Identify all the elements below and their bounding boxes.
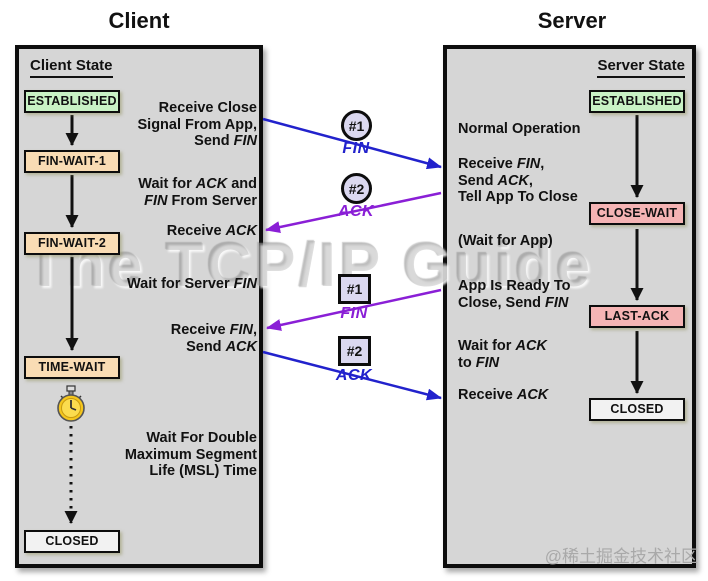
server-state-last-ack: LAST-ACK (589, 305, 685, 328)
client-annotation-wait-server-fin: Wait for Server FIN (127, 276, 257, 292)
server-state-closed: CLOSED (589, 398, 685, 421)
message-4-label: ACK (335, 367, 373, 384)
server-state-close-wait: CLOSE-WAIT (589, 202, 685, 225)
client-state-closed: CLOSED (24, 530, 120, 553)
client-panel (15, 45, 263, 568)
client-title: Client (108, 8, 170, 33)
server-annotation-app-ready: App Is Ready To Close, Send FIN (458, 278, 571, 311)
client-annotation-receive-fin-send-ack: Receive FIN, Send ACK (170, 322, 257, 355)
message-1-fin-arrow (262, 117, 442, 170)
client-state-fin-wait-2: FIN-WAIT-2 (24, 232, 120, 255)
server-annotation-receive-fin: Receive FIN, Send ACK, Tell App To Close (458, 156, 578, 205)
server-annotation-wait-ack: Wait for ACK to FIN (458, 338, 547, 371)
server-annotation-normal-operation: Normal Operation (458, 121, 581, 137)
server-state-established: ESTABLISHED (589, 90, 685, 113)
watermark-text: The TCP/IP Guide (26, 231, 594, 300)
client-state-fin-wait-1: FIN-WAIT-1 (24, 150, 120, 173)
client-annotation-receive-ack: Receive ACK (166, 223, 257, 239)
message-4-ack-arrow (262, 350, 442, 401)
message-1-badge: #1 (341, 110, 372, 141)
stopwatch-icon (54, 384, 88, 429)
server-title: Server (537, 8, 607, 33)
message-4-badge: #2 (338, 336, 371, 366)
message-2-ack-arrow (265, 191, 442, 233)
message-1-label: FIN (342, 140, 370, 157)
message-3-badge: #1 (338, 274, 371, 304)
client-state-header: Client State (30, 57, 113, 78)
message-3-label: FIN (340, 305, 368, 322)
attribution-watermark: @稀土掘金技术社区 (544, 547, 698, 566)
client-state-established: ESTABLISHED (24, 90, 120, 113)
server-state-header: Server State (597, 57, 685, 78)
server-annotation-receive-ack: Receive ACK (458, 387, 549, 403)
client-annotation-send-fin: Receive Close Signal From App, Send FIN (137, 100, 258, 149)
message-2-label: ACK (337, 203, 375, 220)
message-2-badge: #2 (341, 173, 372, 204)
client-state-time-wait: TIME-WAIT (24, 356, 120, 379)
client-annotation-msl-wait: Wait For Double Maximum Segment Life (MS… (124, 430, 257, 479)
client-annotation-wait-ack-fin: Wait for ACK and FIN From Server (138, 176, 257, 209)
message-3-fin-arrow (266, 288, 442, 331)
server-annotation-wait-for-app: (Wait for App) (458, 233, 553, 249)
